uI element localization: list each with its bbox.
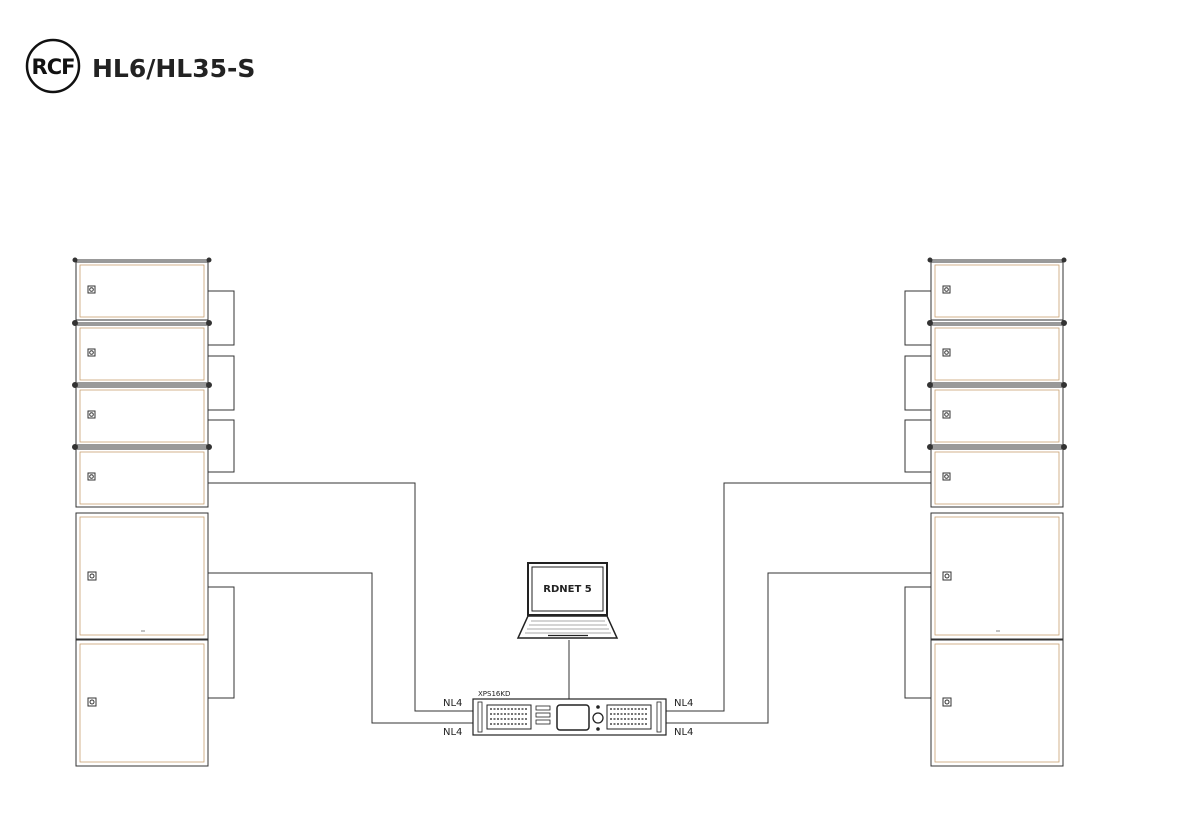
- amplifier-model-label: XPS16KD: [478, 690, 510, 698]
- rcf-logo: RCF: [25, 38, 81, 94]
- right-speaker-array: [904, 257, 1067, 767]
- logo-text: RCF: [32, 55, 75, 79]
- line-array-module: [930, 448, 1064, 508]
- page-title: HL6/HL35-S: [92, 54, 255, 83]
- subwoofer-module: [75, 512, 209, 640]
- connector-label-left-bottom: NL4: [443, 727, 462, 738]
- connector-label-right-top: NL4: [674, 698, 693, 709]
- line-array-module: [75, 324, 209, 384]
- speaker-cables: [208, 482, 931, 724]
- subwoofer-module: [75, 639, 209, 767]
- amplifier: XPS16KD: [472, 690, 667, 736]
- left-speaker-array: [72, 257, 235, 767]
- line-array-module: [75, 386, 209, 446]
- line-array-module: [75, 261, 209, 321]
- subwoofer-module: [930, 512, 1064, 640]
- line-array-module: [930, 324, 1064, 384]
- line-array-module: [930, 261, 1064, 321]
- line-array-module: [930, 386, 1064, 446]
- subwoofer-module: [930, 639, 1064, 767]
- connector-label-right-bottom: NL4: [674, 727, 693, 738]
- line-array-module: [75, 448, 209, 508]
- laptop-software-label: RDNET 5: [543, 584, 592, 595]
- laptop: RDNET 5: [516, 562, 619, 639]
- connector-label-left-top: NL4: [443, 698, 462, 709]
